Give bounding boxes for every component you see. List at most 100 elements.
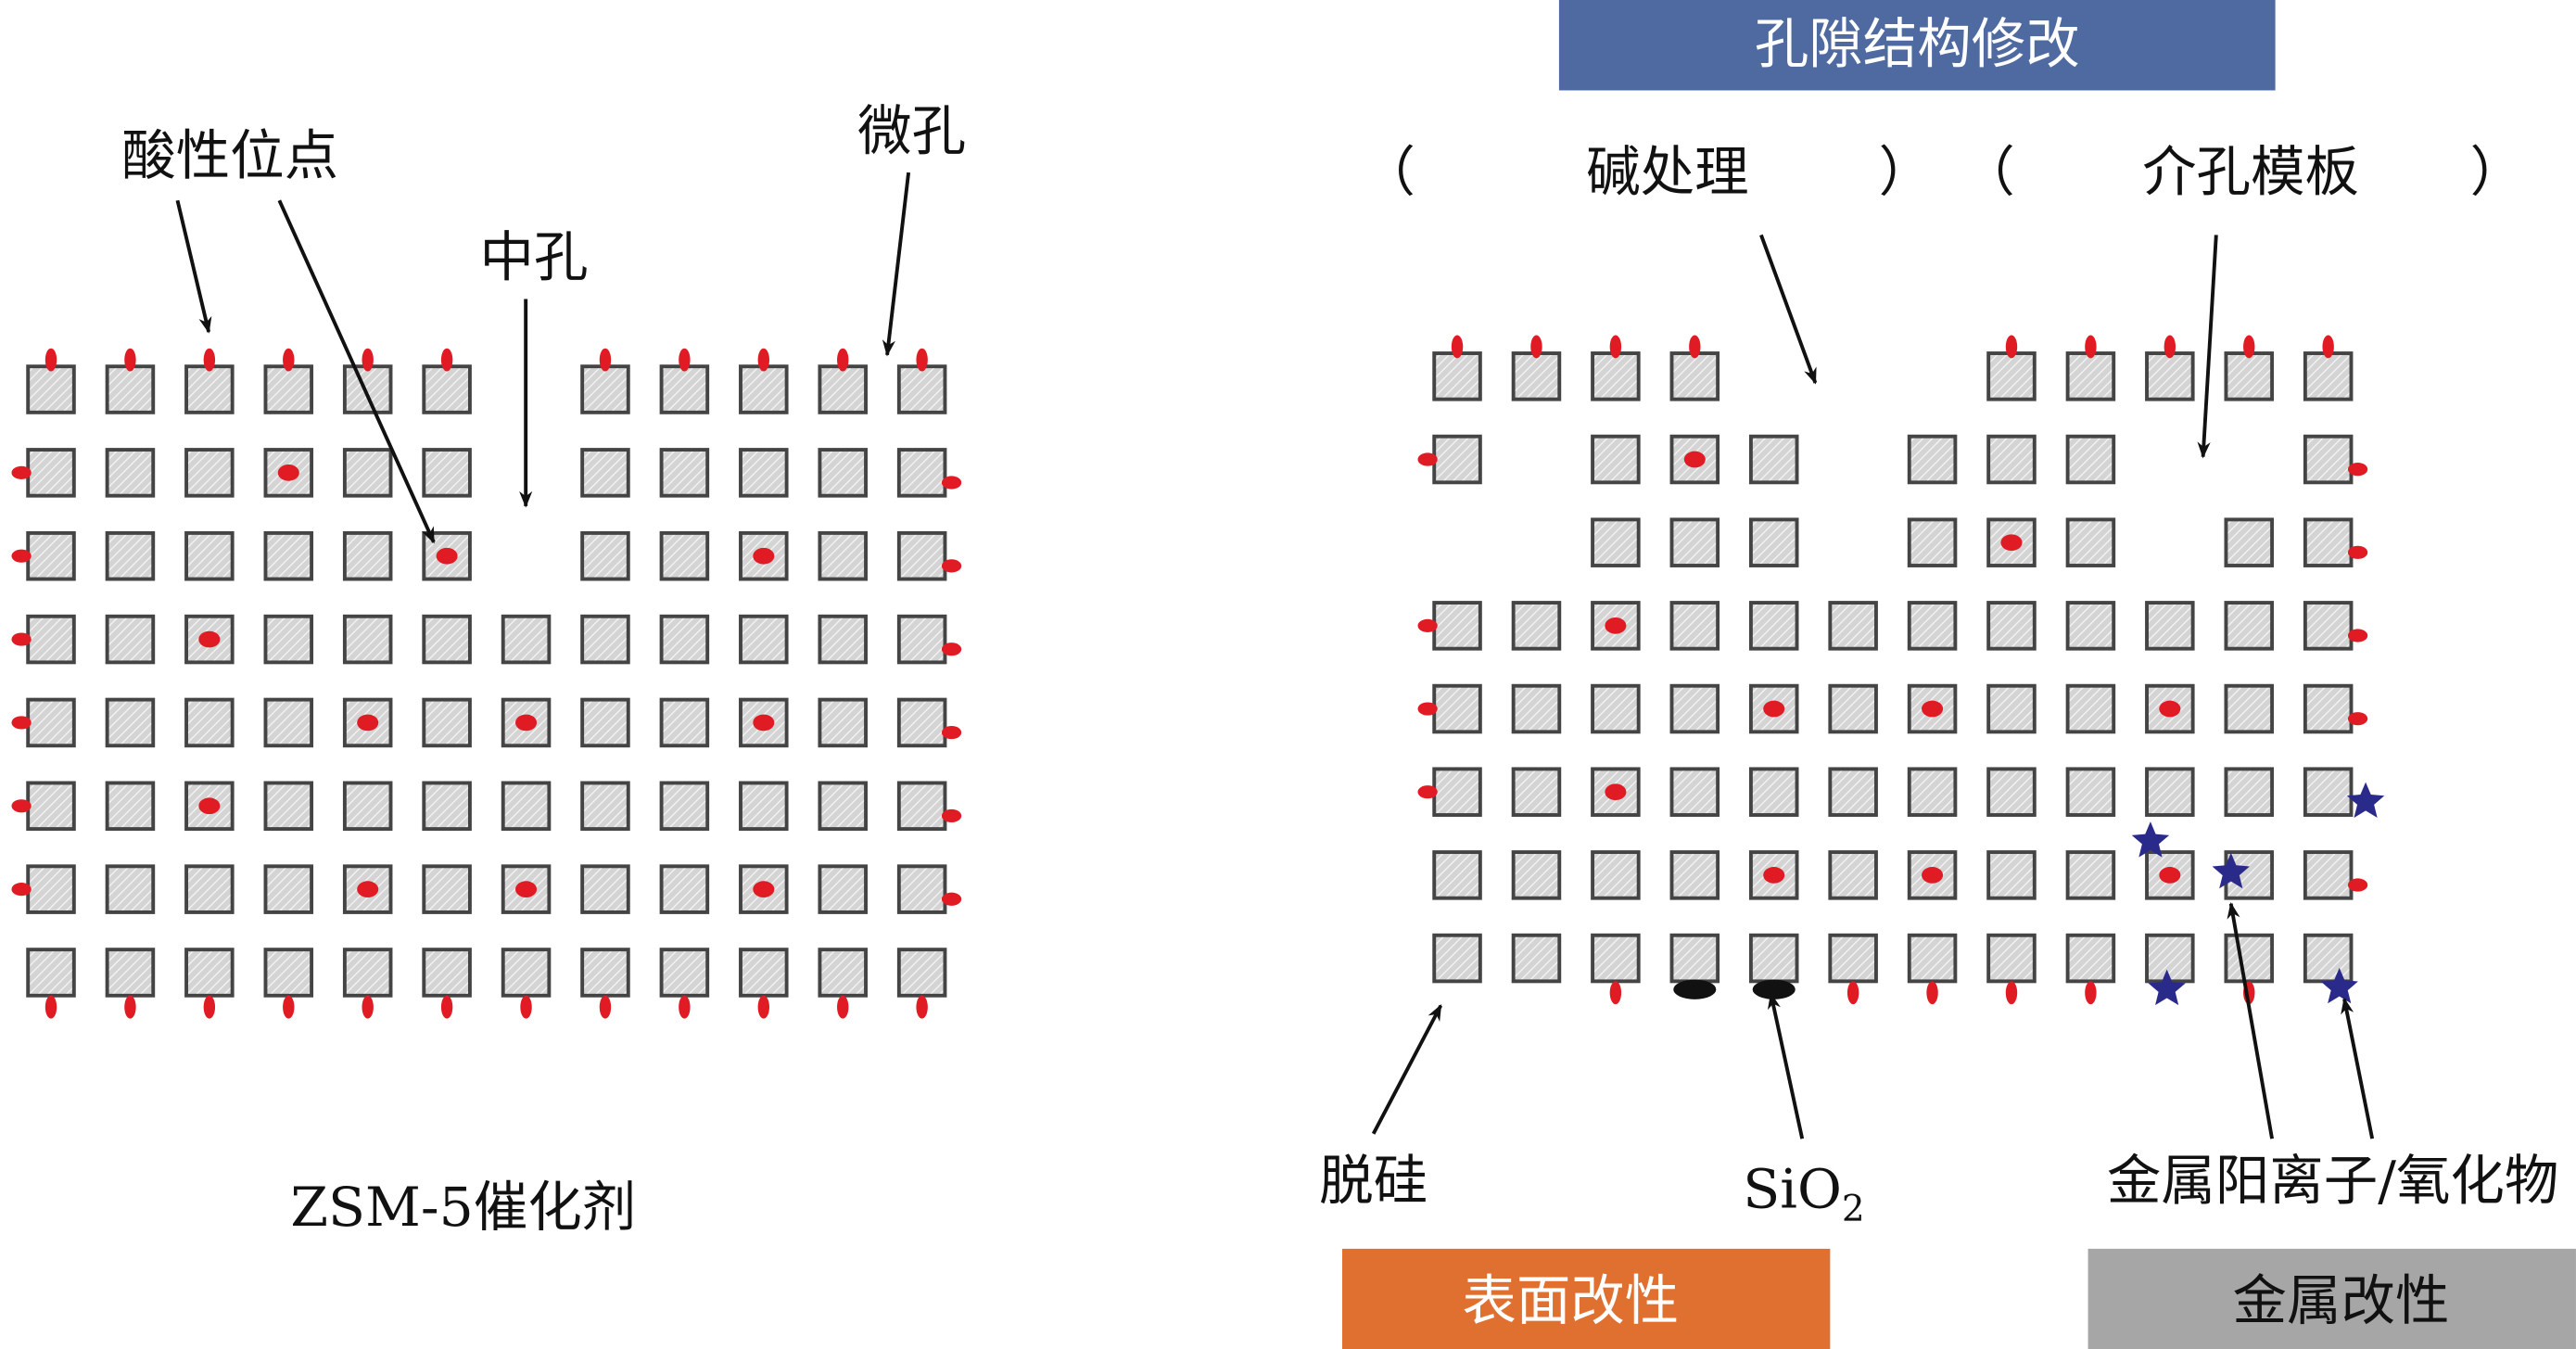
metal-star-icon <box>2148 969 2186 1006</box>
pore-block <box>896 697 947 748</box>
pore-structure-banner-label: 孔隙结构修改 <box>1755 12 2080 75</box>
side-acid-site <box>941 476 962 490</box>
pore-block <box>818 948 868 998</box>
pore-block <box>1511 351 1562 401</box>
pore-block <box>2065 517 2116 567</box>
bottom-acid-site <box>520 995 532 1019</box>
acid-site-dot <box>357 881 379 897</box>
pore-block <box>2065 601 2116 651</box>
pore-block <box>818 864 868 914</box>
pore-block <box>2303 850 2354 900</box>
pore-block <box>580 448 630 498</box>
pore-block <box>1748 933 1799 984</box>
pore-block <box>422 781 472 832</box>
pore-block <box>739 614 789 665</box>
side-acid-site <box>2347 545 2368 559</box>
pore-block <box>342 948 393 998</box>
pore-block <box>1591 933 1641 984</box>
bottom-acid-site <box>837 995 849 1019</box>
side-acid-site <box>941 559 962 573</box>
sio2-deposit <box>1752 979 1796 999</box>
bottom-acid-site <box>362 995 374 1019</box>
pore-block <box>2224 933 2275 984</box>
pore-block <box>422 864 472 914</box>
pore-block <box>896 864 947 914</box>
pore-block <box>896 364 947 414</box>
pore-block <box>26 781 76 832</box>
pore-block <box>422 448 472 498</box>
pore-block <box>1907 933 1958 984</box>
pore-block <box>1432 434 1482 485</box>
metal-star-icon <box>2320 967 2358 1004</box>
sio2-subscript: 2 <box>1842 1189 1865 1230</box>
template-arrow <box>2197 235 2218 459</box>
pore-block <box>1986 850 2037 900</box>
pore-block <box>1986 601 2037 651</box>
micropore-label: 微孔 <box>857 99 966 162</box>
acid-site-dot <box>1605 617 1627 634</box>
pore-block <box>105 948 156 998</box>
acid-site-dot <box>1683 451 1706 468</box>
pore-block <box>26 530 76 581</box>
pore-block <box>26 948 76 998</box>
paren-open-2: （ <box>1961 141 2014 204</box>
pore-block <box>342 781 393 832</box>
metal-star-icon <box>2346 782 2385 819</box>
acid-site-label: 酸性位点 <box>121 124 338 187</box>
pore-block <box>26 448 76 498</box>
side-acid-site <box>1417 618 1438 632</box>
pore-block <box>1986 767 2037 817</box>
top-acid-site <box>440 348 453 372</box>
pore-block <box>263 948 314 998</box>
pore-block <box>739 781 789 832</box>
pore-block <box>1669 351 1720 401</box>
desilication-arrow <box>1371 1004 1443 1135</box>
top-acid-site <box>2243 335 2255 359</box>
pore-block <box>105 864 156 914</box>
bottom-acid-site <box>124 995 136 1019</box>
pore-block <box>580 864 630 914</box>
acid-site-dot <box>2000 534 2023 552</box>
acid-site-dot <box>515 881 538 897</box>
pore-block <box>896 948 947 998</box>
top-acid-site <box>1451 335 1464 359</box>
top-acid-site <box>283 348 295 372</box>
mesopore-label: 中孔 <box>480 226 589 289</box>
mesoporous-template-label: 介孔模板 <box>2142 141 2359 204</box>
top-acid-site <box>837 348 849 372</box>
pore-block <box>2145 767 2195 817</box>
modified-crystal-grid <box>1417 335 2385 1006</box>
pore-block <box>1828 767 1878 817</box>
bottom-acid-site <box>2085 981 2097 1005</box>
metal-modification-banner <box>2087 1248 2576 1349</box>
pore-block <box>2145 351 2195 401</box>
pore-block <box>659 364 710 414</box>
alkali-treatment-label: 碱处理 <box>1586 141 1748 204</box>
pore-block <box>342 448 393 498</box>
pore-block <box>501 614 552 665</box>
pore-block <box>105 364 156 414</box>
acid-site-dot <box>1763 867 1785 884</box>
pore-block <box>1828 683 1878 734</box>
pore-block <box>263 614 314 665</box>
pore-block <box>2145 601 2195 651</box>
pore-block <box>2303 351 2354 401</box>
zsm5-crystal-grid <box>11 348 962 1019</box>
pore-block <box>739 448 789 498</box>
sio2-deposit <box>1673 979 1717 999</box>
side-acid-site <box>2347 629 2368 643</box>
top-acid-site <box>916 348 928 372</box>
acid-site-dot <box>2159 867 2181 884</box>
metal-arrow-1 <box>2227 901 2274 1139</box>
pore-block <box>184 864 235 914</box>
pore-block <box>580 948 630 998</box>
pore-block <box>1591 351 1641 401</box>
pore-block <box>1748 683 1799 734</box>
acid-site-arrow-2 <box>277 199 436 544</box>
pore-block <box>1591 434 1641 485</box>
pore-block <box>1432 601 1482 651</box>
pore-block <box>26 864 76 914</box>
sio2-main: SiO <box>1743 1158 1842 1221</box>
acid-site-dot <box>198 797 221 815</box>
pore-block <box>422 364 472 414</box>
